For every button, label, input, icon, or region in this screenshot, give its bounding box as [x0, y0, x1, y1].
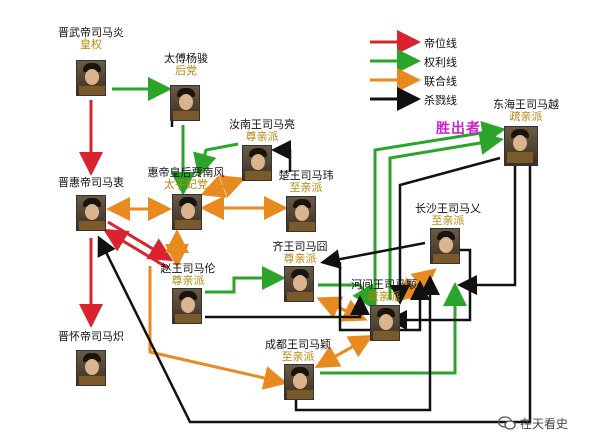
- node-emperor-wu: 晋武帝司马炎 皇权: [50, 26, 132, 51]
- portrait-emperor-hui: [76, 195, 106, 231]
- node-emperor-huai: 晋怀帝司马炽: [50, 330, 132, 343]
- node-faction: 至亲派: [289, 181, 323, 194]
- node-name: 汝南王司马亮: [229, 118, 295, 131]
- node-faction: 皇权: [80, 38, 102, 51]
- node-yang-jun: 太傅杨骏 后党: [150, 52, 222, 77]
- node-name: 楚王司马玮: [278, 169, 334, 182]
- node-faction: 后党: [175, 64, 197, 77]
- node-name: 太傅杨骏: [164, 52, 208, 65]
- portrait-sima-liang: [242, 145, 272, 181]
- node-faction: 疏亲派: [367, 290, 401, 303]
- portrait-sima-jiong: [284, 266, 314, 302]
- portrait-sima-wei: [286, 196, 316, 232]
- node-name: 晋武帝司马炎: [58, 26, 124, 39]
- node-name: 晋惠帝司马衷: [58, 176, 124, 189]
- portrait-emperor-wu: [76, 60, 106, 96]
- node-sima-ai: 长沙王司马乂 至亲派: [410, 202, 486, 227]
- node-name: 晋怀帝司马炽: [58, 330, 124, 343]
- node-sima-yong: 河间王司马颙 疏亲派: [342, 278, 426, 303]
- portrait-sima-lun: [172, 288, 202, 324]
- legend-alliance: 联合线: [424, 75, 457, 88]
- node-empress-jia: 惠帝皇后贾南风 太子妃党: [136, 166, 236, 191]
- node-name: 惠帝皇后贾南风: [147, 166, 225, 179]
- node-faction: 疏亲派: [509, 110, 543, 123]
- watermark-text: 在天看史: [520, 417, 569, 431]
- node-sima-lun: 赵王司马伦 尊亲派: [150, 262, 226, 287]
- portrait-sima-yue: [504, 126, 538, 166]
- node-sima-ying: 成都王司马颖 至亲派: [258, 338, 338, 363]
- wechat-icon: [498, 416, 516, 430]
- node-sima-wei: 楚王司马玮 至亲派: [268, 169, 344, 194]
- node-name: 成都王司马颖: [265, 338, 331, 351]
- legend-kill: 杀戮线: [424, 94, 457, 107]
- winner-label: 胜出者: [436, 121, 481, 137]
- portrait-sima-ying: [284, 364, 314, 400]
- node-emperor-hui: 晋惠帝司马衷: [50, 176, 132, 189]
- node-faction: 尊亲派: [171, 274, 205, 287]
- portrait-empress-jia: [172, 194, 202, 230]
- portrait-sima-ai: [430, 228, 460, 264]
- legend-throne: 帝位线: [424, 37, 457, 50]
- node-faction: 至亲派: [281, 350, 315, 363]
- portrait-emperor-huai: [76, 350, 106, 386]
- portrait-sima-yong: [370, 305, 400, 341]
- legend-power: 权利线: [424, 56, 457, 69]
- node-name: 赵王司马伦: [160, 262, 216, 275]
- legend-lines: [370, 30, 421, 111]
- portrait-yang-jun: [170, 85, 200, 121]
- node-faction: 尊亲派: [283, 252, 317, 265]
- throne-lines: [79, 100, 174, 328]
- node-name: 河间王司马颙: [351, 278, 417, 291]
- node-faction: 尊亲派: [245, 130, 279, 143]
- node-faction: 太子妃党: [164, 178, 208, 191]
- node-sima-yue: 东海王司马越 疏亲派: [484, 98, 568, 123]
- node-name: 齐王司马囧: [272, 240, 328, 253]
- node-name: 东海王司马越: [493, 98, 559, 111]
- node-name: 长沙王司马乂: [415, 202, 481, 215]
- node-sima-jiong: 齐王司马囧 尊亲派: [262, 240, 338, 265]
- node-faction: 至亲派: [431, 214, 465, 227]
- node-sima-liang: 汝南王司马亮 尊亲派: [218, 118, 306, 143]
